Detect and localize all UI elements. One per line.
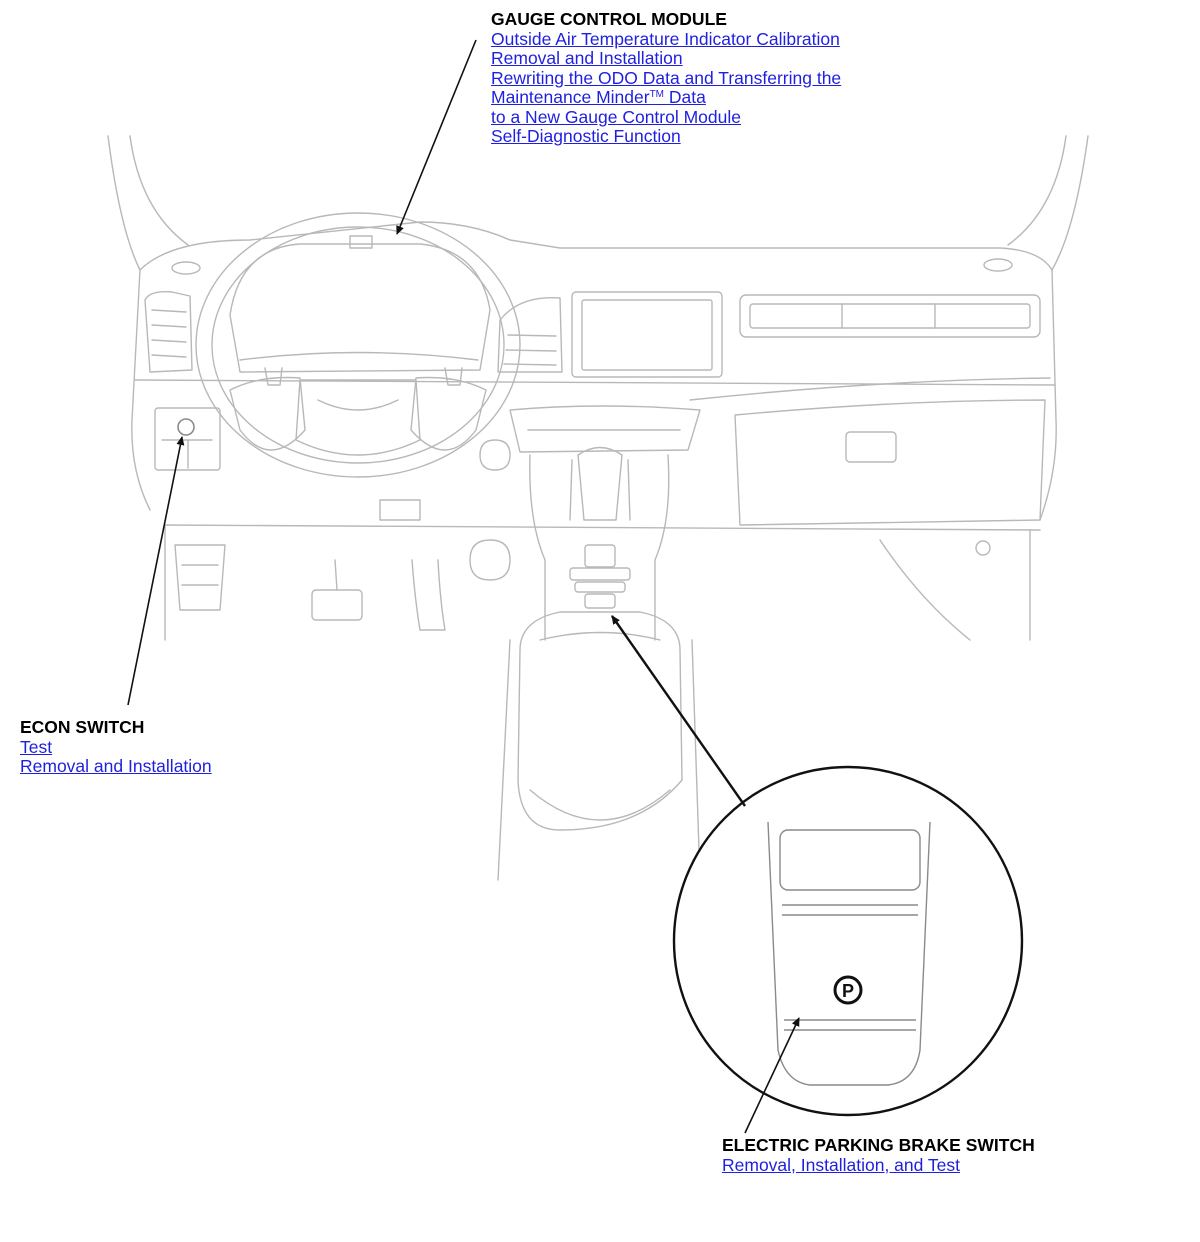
parking-brake-inset: P — [672, 765, 1024, 1117]
link-outside-air-temperature-calibration[interactable]: Outside Air Temperature Indicator Calibr… — [491, 28, 840, 49]
inset-leader-line — [744, 1017, 800, 1134]
lower-dash — [164, 439, 1031, 641]
maintenance-minder-suffix: Data — [668, 87, 706, 107]
dashboard-top — [131, 221, 1057, 531]
gauge-leader-line — [396, 39, 477, 235]
navigation-screen — [571, 291, 723, 378]
gauge-control-module-title: GAUGE CONTROL MODULE — [491, 9, 727, 29]
parking-brake-leader-line — [611, 615, 746, 807]
link-self-diagnostic-function[interactable]: Self-Diagnostic Function — [491, 126, 681, 146]
link-econ-test[interactable]: Test — [20, 736, 53, 757]
instrument-cluster — [229, 235, 491, 386]
glovebox — [734, 399, 1046, 526]
maintenance-minder-text: Maintenance Minder — [491, 87, 650, 107]
econ-leader-line — [127, 436, 185, 706]
link-gauge-removal-installation[interactable]: Removal and Installation — [491, 48, 683, 68]
parking-brake-switch-assembly — [569, 544, 631, 609]
econ-switch-callout: ECON SWITCH Test Removal and Installatio… — [20, 717, 212, 777]
link-rewriting-odo-data[interactable]: Rewriting the ODO Data and Transferring … — [491, 67, 842, 88]
parking-symbol: P — [842, 981, 854, 1001]
trademark-mark: TM — [649, 89, 665, 100]
gauge-control-module-callout: GAUGE CONTROL MODULE Outside Air Tempera… — [491, 9, 842, 147]
econ-switch-button — [177, 418, 195, 436]
center-console — [497, 611, 701, 881]
link-parking-brake-removal-installation-test[interactable]: Removal, Installation, and Test — [722, 1154, 961, 1175]
parking-brake-switch-callout: ELECTRIC PARKING BRAKE SWITCH Removal, I… — [722, 1135, 1035, 1175]
switch-panel — [154, 407, 221, 471]
parking-brake-switch-title: ELECTRIC PARKING BRAKE SWITCH — [722, 1135, 1035, 1155]
a-pillar-left — [107, 135, 189, 271]
a-pillar-right — [1007, 135, 1089, 271]
left-air-vent — [144, 290, 193, 373]
link-maintenance-minder-data[interactable]: Maintenance MinderTM Data — [491, 87, 841, 108]
steering-wheel — [195, 212, 521, 478]
econ-switch-title: ECON SWITCH — [20, 717, 145, 737]
pedals — [174, 544, 446, 631]
right-defrost-grille — [983, 258, 1013, 272]
link-new-gauge-control-module[interactable]: to a New Gauge Control Module — [491, 106, 741, 127]
shift-lever — [569, 446, 631, 521]
passenger-vent — [739, 294, 1041, 338]
center-stack — [509, 405, 701, 641]
center-left-vent — [497, 296, 563, 373]
link-econ-removal-installation[interactable]: Removal and Installation — [20, 756, 212, 776]
left-defrost-grille — [171, 261, 201, 275]
